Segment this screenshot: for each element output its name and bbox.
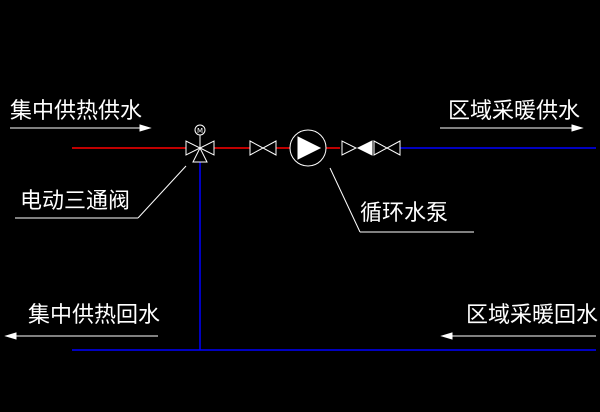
valve-callout-label: 电动三通阀 <box>20 189 130 214</box>
actuator-mark: M <box>197 127 203 135</box>
valve-leader-line <box>15 165 187 219</box>
three-way-valve-icon: M <box>185 124 215 163</box>
arrow-right-icon-2 <box>440 124 584 132</box>
arrow-left-icon-2 <box>440 332 596 340</box>
gate-valve-icon <box>249 140 277 156</box>
regional-supply-label: 区域采暖供水 <box>448 99 580 124</box>
arrow-left-icon <box>4 332 158 340</box>
arrow-right-icon <box>10 124 152 132</box>
regional-return-label: 区域采暖回水 <box>466 303 598 328</box>
circulating-pump-icon <box>289 129 327 167</box>
pump-callout-label: 循环水泵 <box>360 201 448 226</box>
gate-valve-icon-2 <box>373 140 401 156</box>
central-supply-label: 集中供热供水 <box>10 99 142 124</box>
check-valve-icon <box>341 140 373 156</box>
pump-leader-line <box>329 167 474 233</box>
central-return-label: 集中供热回水 <box>28 303 160 328</box>
